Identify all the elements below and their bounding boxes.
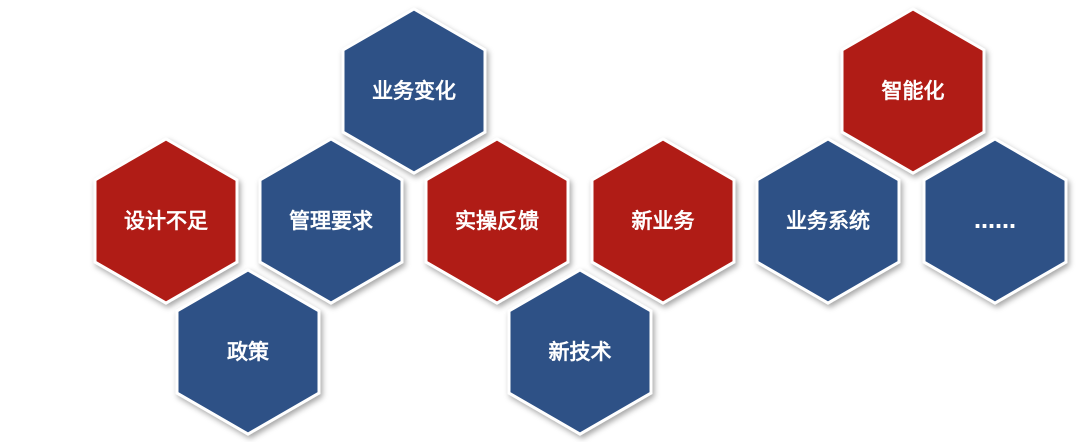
hexagon-insufficient-design-label: 设计不足 [124,209,208,233]
hexagon-business-change: 业务变化 [341,7,487,175]
hexagon-management-requirements-label: 管理要求 [289,209,373,233]
hexagon-business-system: 业务系统 [755,137,901,305]
hexagon-insufficient-design: 设计不足 [93,137,239,305]
hexagon-more-label: …… [974,209,1016,233]
hexagon-intelligentization-shape [840,7,986,175]
hexagon-intelligentization-label: 智能化 [882,79,945,103]
hexagon-operation-feedback-label: 实操反馈 [455,209,539,233]
hexagon-business-change-shape [341,7,487,175]
hexagon-intelligentization: 智能化 [840,7,986,175]
hexagon-policy-label: 政策 [227,340,270,364]
hexagon-business-change-label: 业务变化 [372,79,456,103]
hexagon-business-system-label: 业务系统 [786,209,870,233]
hexagon-new-business-shape [590,137,736,305]
hexagon-operation-feedback: 实操反馈 [424,137,570,305]
hexagon-new-business: 新业务 [590,137,736,305]
hexagon-new-technology-label: 新技术 [549,340,612,364]
hexagon-management-requirements-shape [258,137,404,305]
hexagon-new-business-label: 新业务 [632,209,696,233]
hexagon-policy-shape [175,268,321,436]
hexagon-operation-feedback-shape [424,137,570,305]
hexagon-more: …… [922,137,1068,305]
hexagon-business-system-shape [755,137,901,305]
hexagon-management-requirements: 管理要求 [258,137,404,305]
hexagon-insufficient-design-shape [93,137,239,305]
hexagon-more-shape [922,137,1068,305]
hexagon-new-technology: 新技术 [507,268,653,436]
hexagon-new-technology-shape [507,268,653,436]
hexagon-policy: 政策 [175,268,321,436]
